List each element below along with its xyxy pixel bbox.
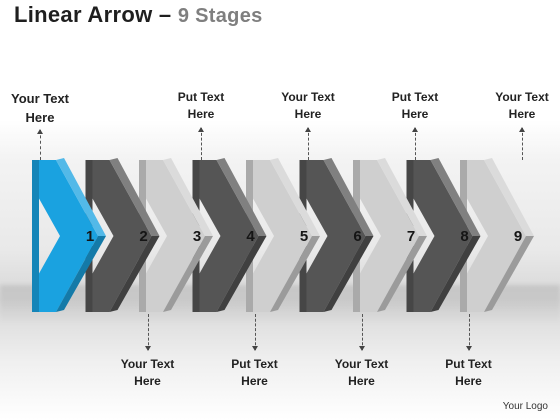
stage-9-lower-bevel — [484, 236, 534, 312]
stage-6-number: 6 — [353, 228, 361, 245]
stage-5-connector — [305, 127, 311, 160]
stage-8-upper-bevel — [430, 158, 481, 236]
stage-9-label: Your Text Here — [495, 90, 549, 121]
stage-4-upper-bevel — [216, 158, 267, 236]
stage-9-face — [460, 160, 526, 312]
stage-7-upper-bevel — [377, 158, 427, 236]
stage-6-upper-bevel — [323, 158, 374, 236]
stage-4-arrow — [192, 158, 267, 312]
stage-1-face — [32, 160, 98, 312]
title-main: Linear Arrow — [14, 2, 153, 27]
stage-2-label: Your Text Here — [120, 357, 175, 388]
stage-3-connector — [198, 127, 204, 160]
stage-2-upper-bevel — [109, 158, 160, 236]
stage-1-label: Your Text Here — [10, 91, 70, 125]
stage-1-stem-edge — [32, 160, 39, 312]
stage-8-lower-bevel — [430, 236, 481, 312]
stage-1-connector — [37, 129, 43, 160]
stage-2-number: 2 — [139, 228, 147, 245]
stage-5-lower-bevel — [270, 236, 320, 312]
stage-8-connector — [465, 314, 472, 351]
stage-7-number: 7 — [407, 228, 415, 245]
stage-6-face — [299, 160, 366, 312]
stage-9-upper-bevel — [484, 158, 534, 236]
stage-8-number: 8 — [460, 228, 468, 245]
stage-5-face — [246, 160, 312, 312]
stage-3-number: 3 — [193, 228, 201, 245]
stage-3-label: Put Text Here — [177, 90, 225, 121]
stage-2-lower-bevel — [109, 236, 160, 312]
stage-7-lower-bevel — [377, 236, 427, 312]
slide-title: Linear Arrow – 9 Stages — [14, 2, 263, 28]
stage-7-face — [353, 160, 419, 312]
stage-1-number: 1 — [86, 228, 94, 245]
stage-6-lower-bevel — [323, 236, 374, 312]
stage-5-number: 5 — [300, 228, 308, 245]
stage-3-face — [139, 160, 205, 312]
stage-7-connector — [412, 127, 418, 160]
stage-9-connector — [519, 127, 525, 160]
stage-3-arrow — [139, 158, 213, 312]
stage-9-number: 9 — [514, 228, 522, 245]
title-separator: – — [158, 2, 172, 27]
stage-4-lower-bevel — [216, 236, 267, 312]
stage-1-lower-bevel — [56, 236, 106, 312]
stage-8-label: Put Text Here — [445, 357, 492, 388]
arrow-layer — [32, 158, 534, 312]
stage-3-lower-bevel — [163, 236, 213, 312]
stage-4-connector — [251, 314, 258, 351]
stage-6-connector — [358, 314, 365, 351]
stage-7-label: Put Text Here — [391, 90, 439, 121]
stage-6-label: Your Text Here — [334, 357, 389, 388]
stage-4-face — [192, 160, 259, 312]
title-subtitle: 9 Stages — [177, 5, 263, 27]
stage-2-face — [85, 160, 152, 312]
stage-8-arrow — [406, 158, 481, 312]
stage-5-arrow — [246, 158, 320, 312]
stage-8-face — [406, 160, 473, 312]
number-layer: 9 8 7 6 5 4 3 2 1 — [86, 228, 522, 245]
footer-logo-text: Your Logo — [502, 401, 548, 412]
stage-5-upper-bevel — [270, 158, 320, 236]
stage-5-label: Your Text Here — [281, 90, 335, 121]
stage-1-arrow — [32, 158, 106, 312]
stage-1-upper-bevel — [56, 158, 106, 236]
stage-4-label: Put Text Here — [231, 357, 278, 388]
stage-4-number: 4 — [246, 228, 255, 245]
stage-2-connector — [144, 314, 151, 351]
stage-3-upper-bevel — [163, 158, 213, 236]
